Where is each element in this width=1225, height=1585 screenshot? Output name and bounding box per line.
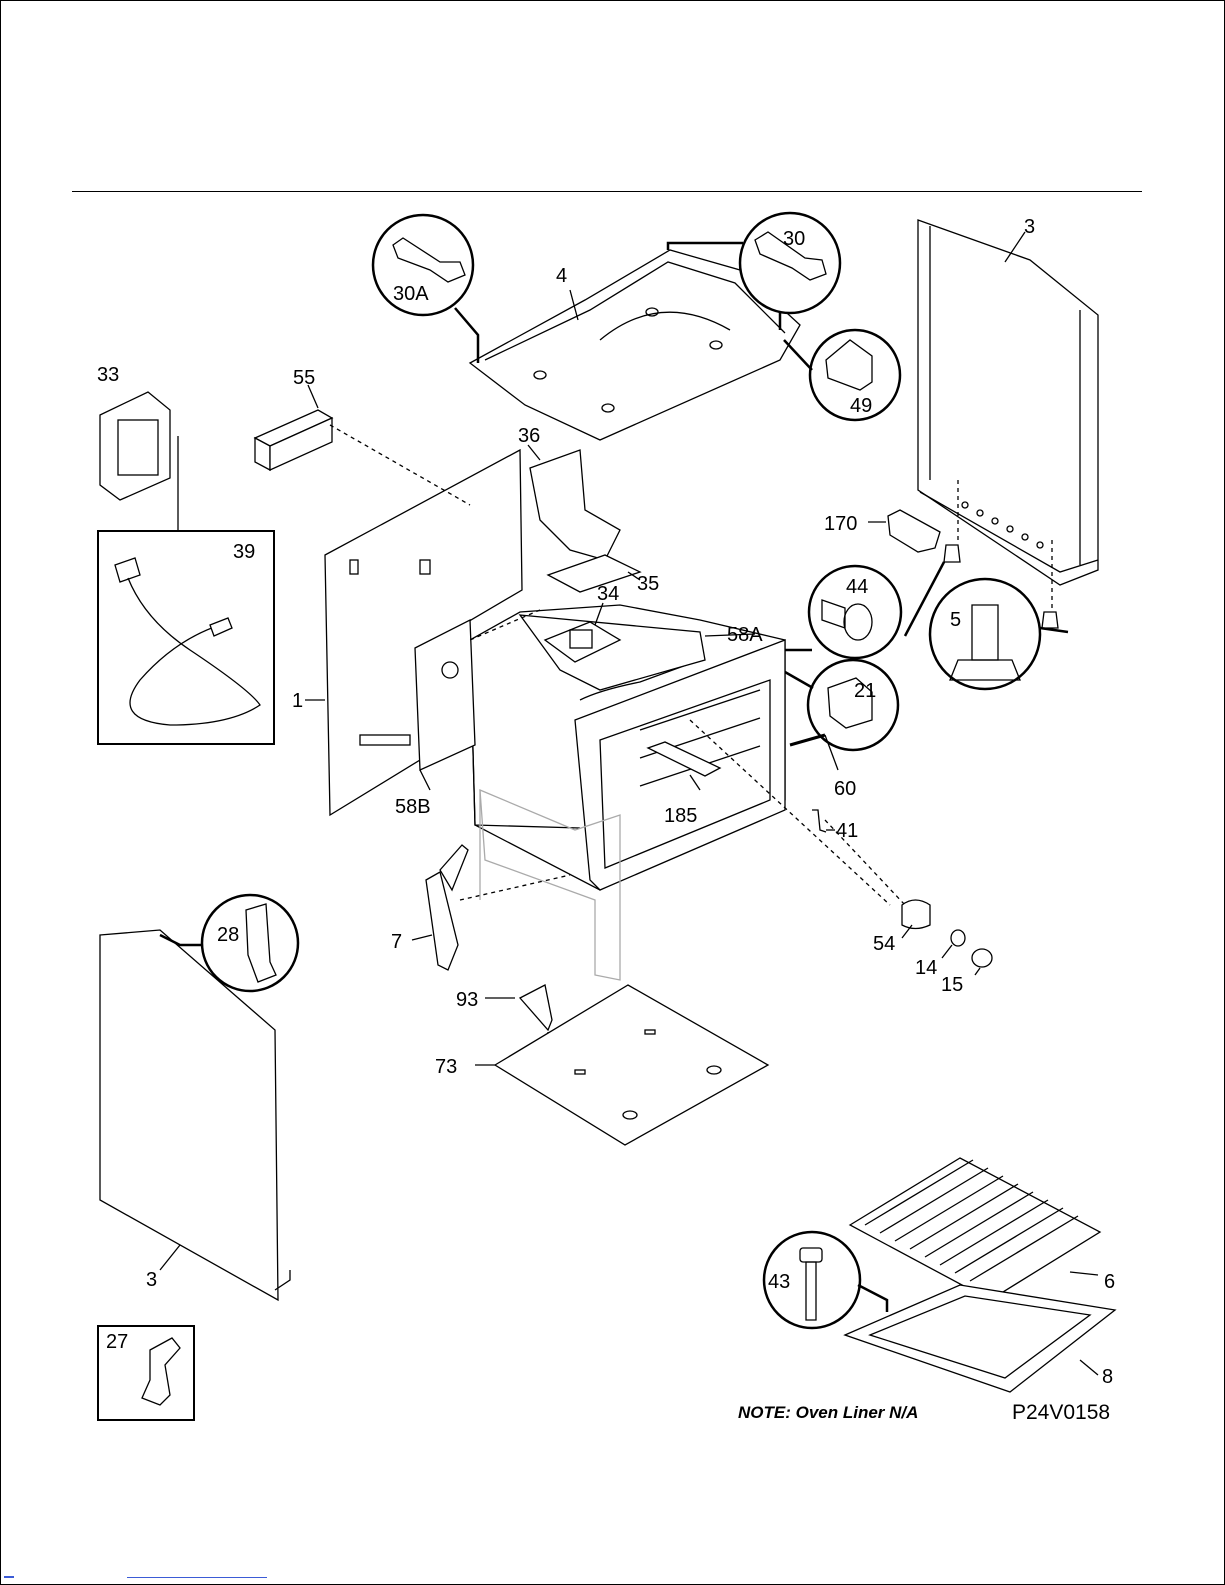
bulb-part-15	[972, 949, 992, 975]
callout-1: 1	[292, 690, 303, 712]
callout-3-side: 3	[146, 1269, 157, 1291]
terminal-block-part-33	[100, 392, 178, 530]
callout-36: 36	[518, 425, 540, 447]
callout-14: 14	[915, 957, 937, 979]
insulation-part-58b	[415, 620, 475, 790]
callout-58b: 58B	[395, 796, 431, 818]
lamp-part-14	[942, 930, 965, 958]
callout-39: 39	[233, 541, 255, 563]
trim-part-55	[255, 385, 332, 470]
footer-link-underline[interactable]	[127, 1577, 267, 1578]
callout-6: 6	[1104, 1271, 1115, 1293]
bracket-part-93	[485, 985, 552, 1030]
gasket-part-35	[548, 555, 640, 592]
callout-15: 15	[941, 974, 963, 996]
callout-35: 35	[637, 573, 659, 595]
callout-8: 8	[1102, 1366, 1113, 1388]
clip-part-41	[812, 810, 835, 832]
drawing-code: P24V0158	[1012, 1401, 1110, 1425]
magnifier-part-21	[785, 660, 898, 750]
lamp-socket-part-54	[902, 900, 930, 938]
hinge-part-7	[412, 845, 468, 970]
callout-41: 41	[836, 820, 858, 842]
callout-58a: 58A	[727, 624, 763, 646]
callout-185: 185	[664, 805, 697, 827]
callout-73: 73	[435, 1056, 457, 1078]
callout-170: 170	[824, 513, 857, 535]
oven-liner-note: NOTE: Oven Liner N/A	[738, 1403, 918, 1423]
callout-49: 49	[850, 395, 872, 417]
callout-4: 4	[556, 265, 567, 287]
oven-liner-part-8	[845, 1285, 1115, 1392]
callout-3-back: 3	[1024, 216, 1035, 238]
callout-28: 28	[217, 924, 239, 946]
callout-30: 30	[783, 228, 805, 250]
callout-30a: 30A	[393, 283, 429, 305]
bracket-part-170	[868, 510, 940, 552]
duct-part-36	[528, 445, 620, 560]
callout-33: 33	[97, 364, 119, 386]
callout-27: 27	[106, 1331, 128, 1353]
bottom-panel-part-73	[475, 985, 768, 1145]
callout-93: 93	[456, 989, 478, 1011]
callout-5: 5	[950, 609, 961, 631]
callout-44: 44	[846, 576, 868, 598]
callout-60: 60	[834, 778, 856, 800]
callout-34: 34	[597, 583, 619, 605]
magnifier-part-49	[784, 330, 900, 420]
footer-link-tick	[4, 1576, 14, 1578]
callout-43: 43	[768, 1271, 790, 1293]
callout-7: 7	[391, 931, 402, 953]
callout-54: 54	[873, 933, 895, 955]
callout-21: 21	[854, 680, 876, 702]
back-panel-part-3	[918, 220, 1098, 585]
callout-55: 55	[293, 367, 315, 389]
oven-rack-part-6	[850, 1158, 1100, 1300]
magnifier-part-44	[775, 566, 901, 658]
